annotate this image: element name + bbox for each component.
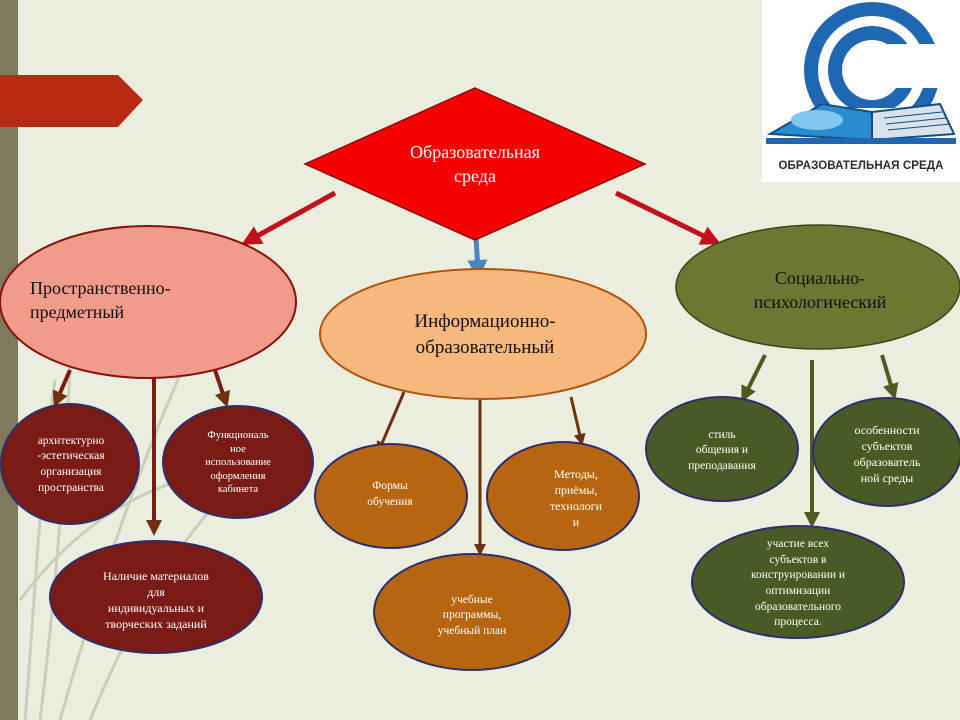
arrow-b1-child-2 [213, 369, 231, 408]
b1-child-3-oval [49, 540, 263, 654]
b3-child-3-label: участие всех субъектов в конструировании… [750, 538, 846, 629]
branch-1-label: Пространственно- предметный [30, 277, 171, 322]
b2-child-3-label: Методы, приёмы, технологи и [549, 466, 602, 530]
b1-child-1-label: архитектурно -эстетическая организация п… [37, 434, 105, 494]
arrow-root-to-branch-1 [241, 190, 337, 245]
accent-tab [0, 75, 143, 127]
arrow-b1-child-1 [52, 369, 72, 408]
arrow-b2-child-3 [569, 396, 586, 446]
b2-child-2-label: учебные программы, учебный план [437, 593, 507, 637]
left-sidebar-bar [0, 0, 18, 720]
branch-3-label: Социально- психологический [753, 267, 887, 312]
b2-child-3-oval [486, 441, 640, 551]
b3-child-1-oval [645, 396, 799, 502]
branch-2-oval [319, 268, 647, 400]
b3-child-2-label: особенности субъектов образователь ной с… [853, 422, 921, 486]
b1-child-3-label: Наличие материалов для индивидуальных и … [103, 568, 209, 632]
arrow-b2-child-1 [376, 391, 406, 454]
branch-2-label: Информационно- образовательный [414, 311, 556, 358]
b3-child-3-oval [691, 525, 905, 639]
b1-child-1-oval [0, 403, 140, 525]
b1-child-2-label: Функциональ ное использование оформления… [205, 429, 271, 496]
b2-child-1-label: Формы обучения [367, 480, 413, 508]
arrow-b3-child-3 [880, 354, 899, 400]
arrow-root-to-branch-2 [467, 237, 488, 280]
root-diamond [303, 87, 647, 241]
arrow-root-to-branch-3 [614, 190, 721, 245]
b3-child-1-label: стиль общения и преподавания [688, 428, 756, 472]
branch-1-oval [0, 225, 297, 379]
b3-child-2-oval [812, 397, 960, 507]
arrow-b3-child-1 [741, 354, 767, 403]
b1-child-2-oval [162, 405, 314, 519]
branch-3-oval [675, 224, 960, 350]
logo-caption: ОБРАЗОВАТЕЛЬНАЯ СРЕДА [778, 160, 944, 172]
b2-child-2-oval [373, 553, 571, 671]
globe-book-laptop-icon [766, 2, 960, 144]
logo: ОБРАЗОВАТЕЛЬНАЯ СРЕДА [762, 0, 960, 182]
b2-child-1-oval [314, 443, 468, 549]
root-label: Образовательная среда [410, 141, 540, 186]
